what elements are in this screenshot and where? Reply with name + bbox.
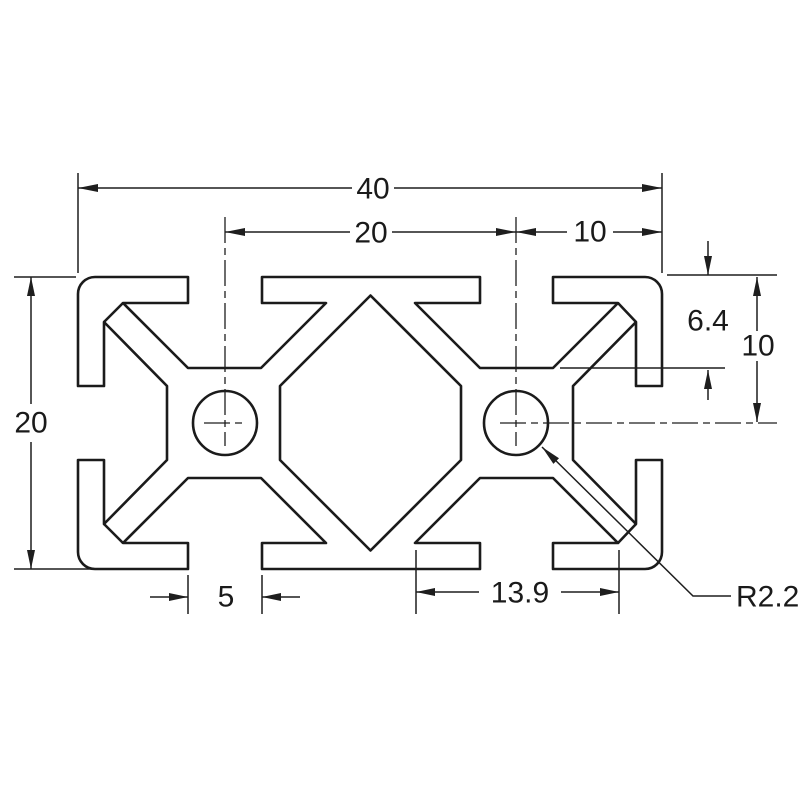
label-center-to-edge: 10 xyxy=(573,216,606,249)
label-overall-width: 40 xyxy=(356,173,389,206)
leader-bore-radius xyxy=(541,446,731,597)
arrow-139-left xyxy=(416,588,435,596)
arrow-40-right xyxy=(642,184,662,192)
arrow-64-up xyxy=(704,370,712,389)
ext-cavity-width-bottom xyxy=(415,550,620,614)
label-slot-depth: 6.4 xyxy=(687,305,729,338)
label-cavity-width: 13.9 xyxy=(491,577,549,610)
corner-chamfer-lines xyxy=(103,302,637,544)
label-slot-spacing: 20 xyxy=(354,217,387,250)
profile-outline xyxy=(76,275,664,571)
arrow-10top-right xyxy=(642,228,662,236)
label-overall-height: 20 xyxy=(14,407,47,440)
arrow-40-left xyxy=(78,184,98,192)
label-face-to-bore: 10 xyxy=(741,330,774,363)
ext-overall-height-left xyxy=(14,276,100,570)
ext-overall-width xyxy=(77,173,663,273)
arrow-20top-right xyxy=(496,228,516,236)
dimension-arrowheads xyxy=(27,184,761,601)
arrow-10right-up xyxy=(753,277,761,296)
center-cavity-hexagon xyxy=(278,294,463,552)
arrow-64-down xyxy=(704,256,712,275)
extension-lines xyxy=(14,173,777,614)
centerlines xyxy=(204,217,777,446)
label-slot-opening: 5 xyxy=(218,581,235,614)
arrow-10right-down xyxy=(753,403,761,422)
arrow-20left-up xyxy=(27,277,35,296)
arrow-5-right xyxy=(262,593,281,601)
arrow-139-right xyxy=(600,588,619,596)
ext-slot-opening-bottom xyxy=(187,575,263,614)
arrow-r22-leader xyxy=(542,447,559,464)
arrow-5-left xyxy=(169,593,188,601)
dimension-labels: 40 20 10 6.4 10 20 5 13.9 R2.2 xyxy=(14,173,799,614)
label-bore-radius: R2.2 xyxy=(736,581,799,614)
arrow-20left-down xyxy=(27,550,35,569)
dimension-lines xyxy=(30,187,758,598)
arrow-20top-left xyxy=(225,228,245,236)
arrow-10top-left xyxy=(516,228,536,236)
